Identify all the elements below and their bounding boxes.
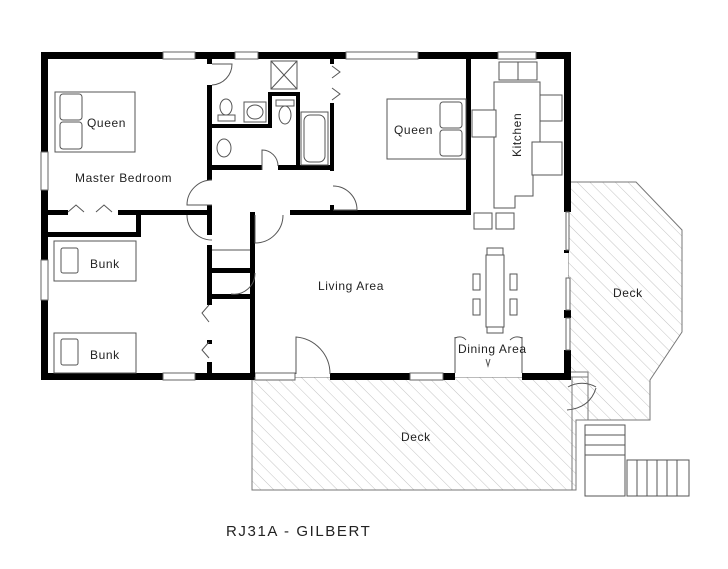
room-label-deck-bottom: Deck [401,430,431,444]
bunk-bed-bottom: Bunk [53,332,137,374]
second-bed-label: Queen [394,123,433,137]
interior-walls [48,58,471,377]
plan-title: RJ31A - GILBERT [226,523,371,540]
room-label-living-area: Living Area [318,279,384,293]
bunk-bottom-label: Bunk [90,348,120,362]
doors [67,63,523,375]
room-label-kitchen: Kitchen [510,113,524,157]
second-queen-bed: Queen [386,98,467,160]
master-bed-label: Queen [87,116,126,130]
bathroom-fixtures [216,60,329,166]
master-queen-bed: Queen [54,91,136,153]
dining-table [472,247,518,334]
kitchen-fixtures: Kitchen [471,61,563,230]
room-label-dining-area: Dining Area [458,342,527,356]
deck-right [567,181,683,421]
exterior-walls [41,52,571,380]
bunk-top-label: Bunk [90,257,120,271]
windows [40,51,571,381]
bunk-bed-top: Bunk [53,240,137,282]
room-label-master-bedroom: Master Bedroom [75,171,172,185]
deck-stairs [566,382,690,497]
room-label-deck-right: Deck [613,286,643,300]
